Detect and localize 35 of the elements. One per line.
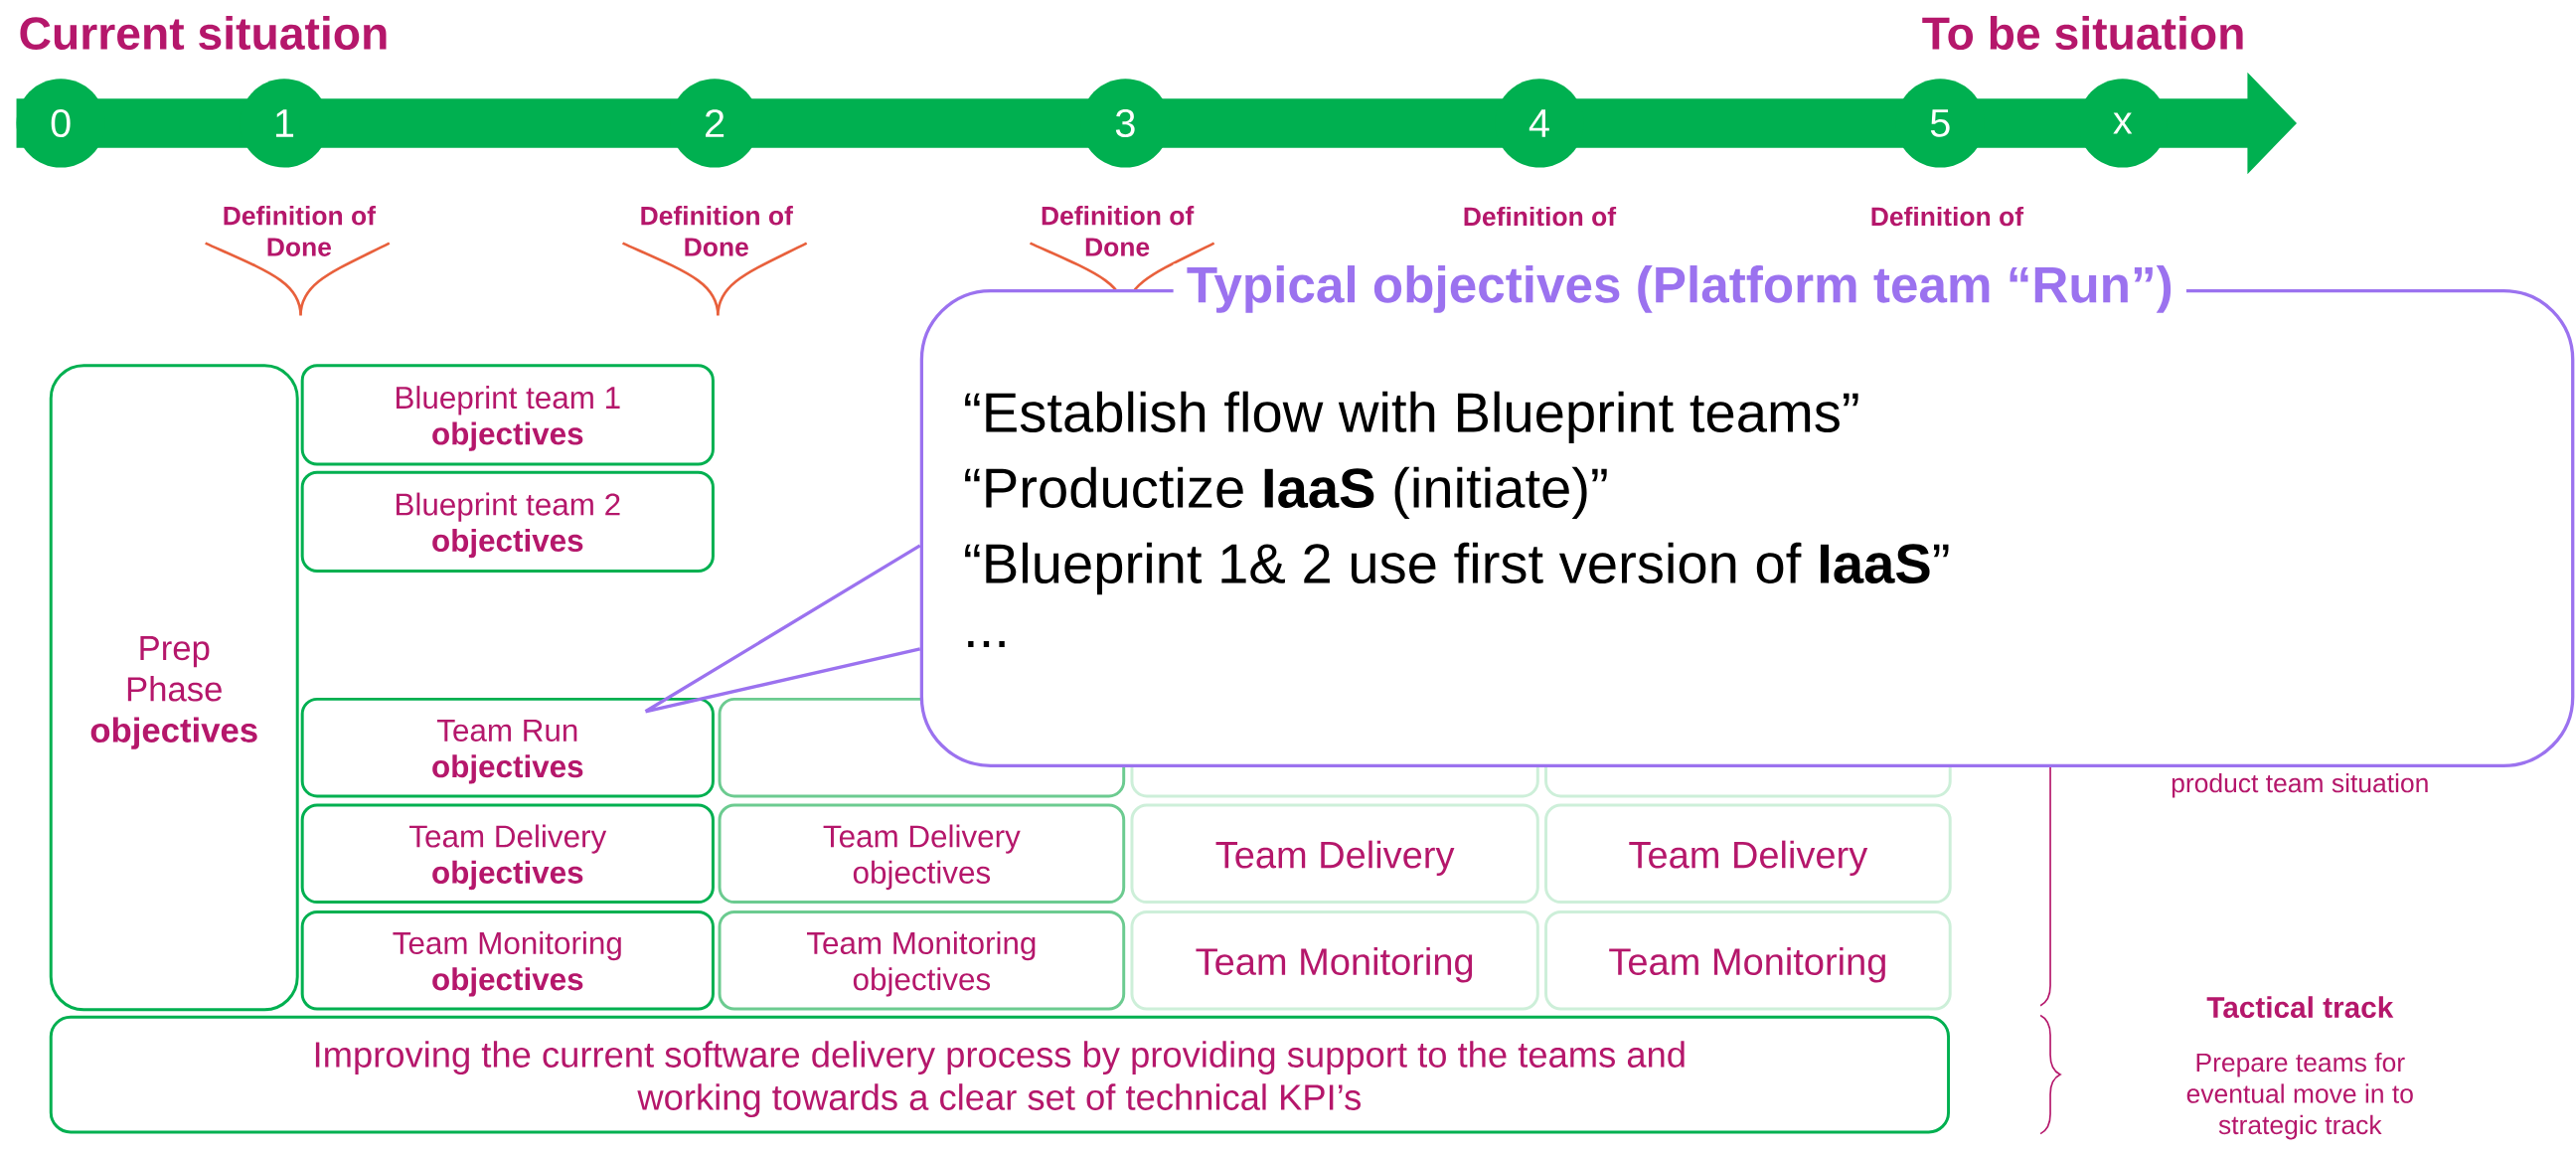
callout-text: “Establish flow with Blueprint teams” [965,391,1858,444]
track-title: Tactical track [2206,996,2394,1019]
objective-box: Team Delivery objectives [718,803,1126,905]
callout-title: Typical objectives (Platform team “Run”) [1173,263,2186,315]
node-label: 3 [1115,109,1135,138]
objective-box: Team Delivery [1130,803,1539,905]
node-label: 5 [1930,109,1950,137]
process-box: Improving the current software delivery process by providing support to the teams and working towards a clear set of technical KPI’s [49,1015,1951,1134]
objective-box: Team Monitoring [1544,910,1952,1011]
objective-box: Team Monitoring objectives [718,910,1126,1011]
heading-label: Current situation [20,16,387,51]
objective-box: Team Run objectives [300,698,715,798]
node-label: 1 [275,109,294,137]
objective-box: Team Delivery [1544,803,1952,905]
note-text: Prepare teams for eventual move in to strategic track [2186,1053,2413,1140]
objective-box: Blueprint team 1 objectives [300,364,715,466]
heading-label: To be situation [1922,16,2243,51]
callout-tail [643,544,922,714]
node-label: 0 [51,109,71,138]
milestone-label: Definition of Done [641,206,793,256]
callout-text: “Productize IaaS (initiate)” [965,466,1607,520]
milestone-label: Definition of [1871,207,2024,227]
objective-box: Blueprint team 2 objectives [300,470,715,574]
objective-box: Team Monitoring objectives [300,910,715,1011]
milestone-label: Definition of [1464,207,1617,227]
phase-box: Prep Phase objectives [49,364,299,1012]
node-label: 2 [706,109,724,137]
milestone-label: Definition of Done [1042,206,1195,256]
objective-box: Team Monitoring [1130,910,1539,1011]
node-label: 4 [1529,109,1549,137]
milestone-label: Definition of Done [224,206,377,256]
callout-text: ... [968,641,1005,648]
node-label: x [2113,112,2133,134]
objective-box: Team Delivery objectives [300,803,715,905]
callout-text: “Blueprint 1& 2 use first version of IaaS” [965,542,1949,595]
